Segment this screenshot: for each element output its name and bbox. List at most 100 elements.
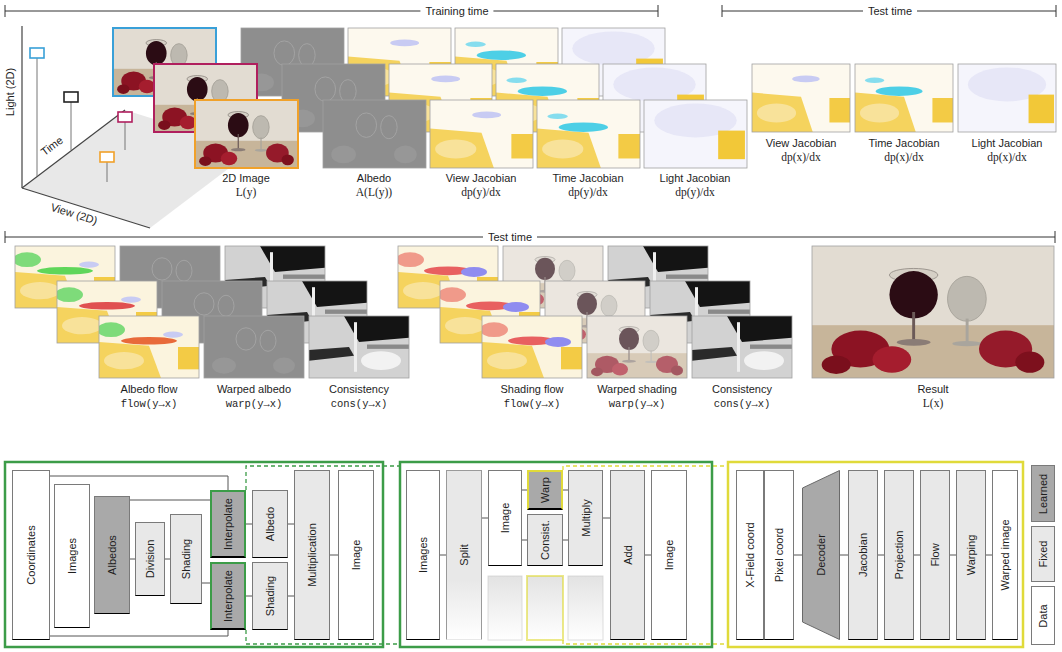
thumbnail-image-part-part	[99, 322, 125, 337]
connector-line	[130, 500, 210, 501]
thumbnail-image-part-part	[958, 64, 1056, 132]
interpolate-block: Interpolate	[210, 490, 246, 558]
thumbnail-image-part-part	[139, 80, 155, 94]
thumbnail-image-part-part	[195, 100, 298, 168]
thumbnail-image-part-part	[218, 295, 234, 316]
thumbnail-image-part-part	[506, 78, 527, 83]
bracket-label: Test time	[863, 5, 917, 18]
parameter-axes-part	[125, 122, 126, 150]
warp-block: Warp	[527, 470, 563, 510]
thumbnail-image-part	[204, 316, 304, 378]
fixed-block: Projection	[884, 470, 914, 640]
thumbnail-image-part-part	[752, 93, 813, 132]
thumbnail-image-part-part	[812, 325, 1054, 378]
caption-text: L(x)	[923, 397, 943, 410]
thumbnail-image-part-part	[361, 351, 401, 370]
caption-text: dp(x)/dx	[884, 151, 924, 164]
thumbnail-image-part-part	[394, 146, 417, 164]
thumbnail-image-part	[812, 246, 1054, 378]
data-block: Image	[488, 470, 522, 566]
fixed-block: Multiplication	[294, 470, 330, 640]
thumbnail-image-part-part	[542, 139, 583, 158]
thumbnail-image-part-part	[331, 146, 356, 164]
block-label: Interpolate	[222, 570, 234, 622]
fixed-block: Multiply	[568, 470, 603, 566]
legend-text: Data	[1037, 604, 1049, 627]
block-label: Consist.	[539, 520, 551, 560]
thumbnail-image-part-part	[79, 302, 135, 309]
thumbnail-image-part-part	[15, 252, 41, 267]
caption-text: A(L(y))	[356, 186, 392, 199]
block-label: Shading	[180, 539, 192, 579]
thumbnail-image-part-part	[163, 332, 183, 338]
block-label: Images	[417, 537, 429, 573]
caption-text: L(y)	[236, 186, 256, 199]
time-bracket-part	[5, 231, 6, 243]
thumbnail-image-part-part	[121, 337, 177, 344]
data-block: X-Field coord	[736, 470, 764, 640]
caption-text: flow(y→x)	[121, 398, 178, 410]
thumbnail-image-part	[204, 316, 304, 378]
thumbnail-image-part-part	[117, 84, 129, 94]
fixed-block: Shading	[252, 562, 288, 630]
thumbnail-image-part-part	[643, 246, 708, 272]
thumbnail-image-part-part	[482, 322, 508, 337]
time-bracket	[5, 5, 1056, 243]
parameter-axes-part	[30, 48, 44, 58]
thumbnail-image-part-part	[445, 317, 485, 334]
thumbnail-image-part-part	[309, 347, 354, 361]
thumbnail-image-part-part	[727, 316, 792, 342]
data-block: Coordinates	[12, 470, 50, 640]
thumbnail-image-part	[752, 64, 850, 132]
block-label: Image	[350, 540, 362, 571]
caption-text: dp(y)/dx	[461, 186, 501, 199]
thumbnail-image	[958, 64, 1056, 132]
module-frame-part	[728, 462, 1023, 647]
thumbnail-image-part-part	[121, 297, 141, 303]
thumbnail-image-part-part	[1015, 352, 1044, 373]
thumbnail-image-part-part	[99, 342, 161, 378]
thumbnail-image-part-part	[718, 131, 745, 160]
thumbnail-image-part-part	[855, 64, 953, 132]
thumbnail-image-part-part	[752, 64, 850, 132]
module-frame-part	[488, 576, 522, 640]
thumbnail-image-part-part	[62, 317, 102, 334]
thumbnail-image-part-part	[302, 281, 367, 307]
thumbnail-image-part-part	[236, 328, 256, 350]
thumbnail-image-part-part	[273, 358, 295, 374]
thumbnail-image	[97, 316, 199, 378]
caption-text: Consistency	[712, 383, 772, 396]
caption-text: Time Jacobian	[868, 137, 939, 150]
thumbnail-image-part-part	[20, 282, 60, 299]
caption-text: View Jacobian	[766, 137, 837, 150]
block-label: Multiply	[579, 499, 591, 536]
thumbnail-image-part-part	[465, 42, 486, 47]
thumbnail-image-part-part	[381, 116, 397, 139]
thumbnail-image-part-part	[873, 346, 912, 372]
parameter-axes-part	[71, 102, 72, 150]
fixed-block: Shading	[170, 514, 202, 604]
thumbnail-image-part-part	[199, 156, 211, 166]
block-label: Multiplication	[306, 523, 318, 587]
thumbnail-image-part	[855, 64, 953, 132]
block-label: Jacobian	[857, 533, 869, 577]
connector-line	[840, 555, 848, 556]
thumbnail-image-part-part	[948, 276, 987, 321]
thumbnail-image-part	[99, 316, 199, 378]
thumbnail-image-part-part	[260, 246, 325, 272]
thumbnail-image-part	[323, 100, 426, 168]
thumbnail-image-part-part	[104, 352, 144, 369]
thumbnail-image-part	[323, 100, 426, 168]
caption-text: Warped shading	[597, 383, 677, 396]
block-label: Image	[499, 503, 511, 534]
thumbnail-image-part-part	[221, 152, 237, 166]
thumbnail-image-part-part	[283, 275, 325, 279]
module-frame-part	[527, 576, 563, 640]
thumbnail-image	[323, 100, 426, 168]
thumbnail-image-part-part	[744, 351, 784, 370]
thumbnail-image-part-part	[398, 252, 424, 267]
block-label: Images	[66, 538, 78, 574]
thumbnail-image-part-part	[487, 352, 527, 369]
caption-text: Light Jacobian	[660, 172, 731, 185]
